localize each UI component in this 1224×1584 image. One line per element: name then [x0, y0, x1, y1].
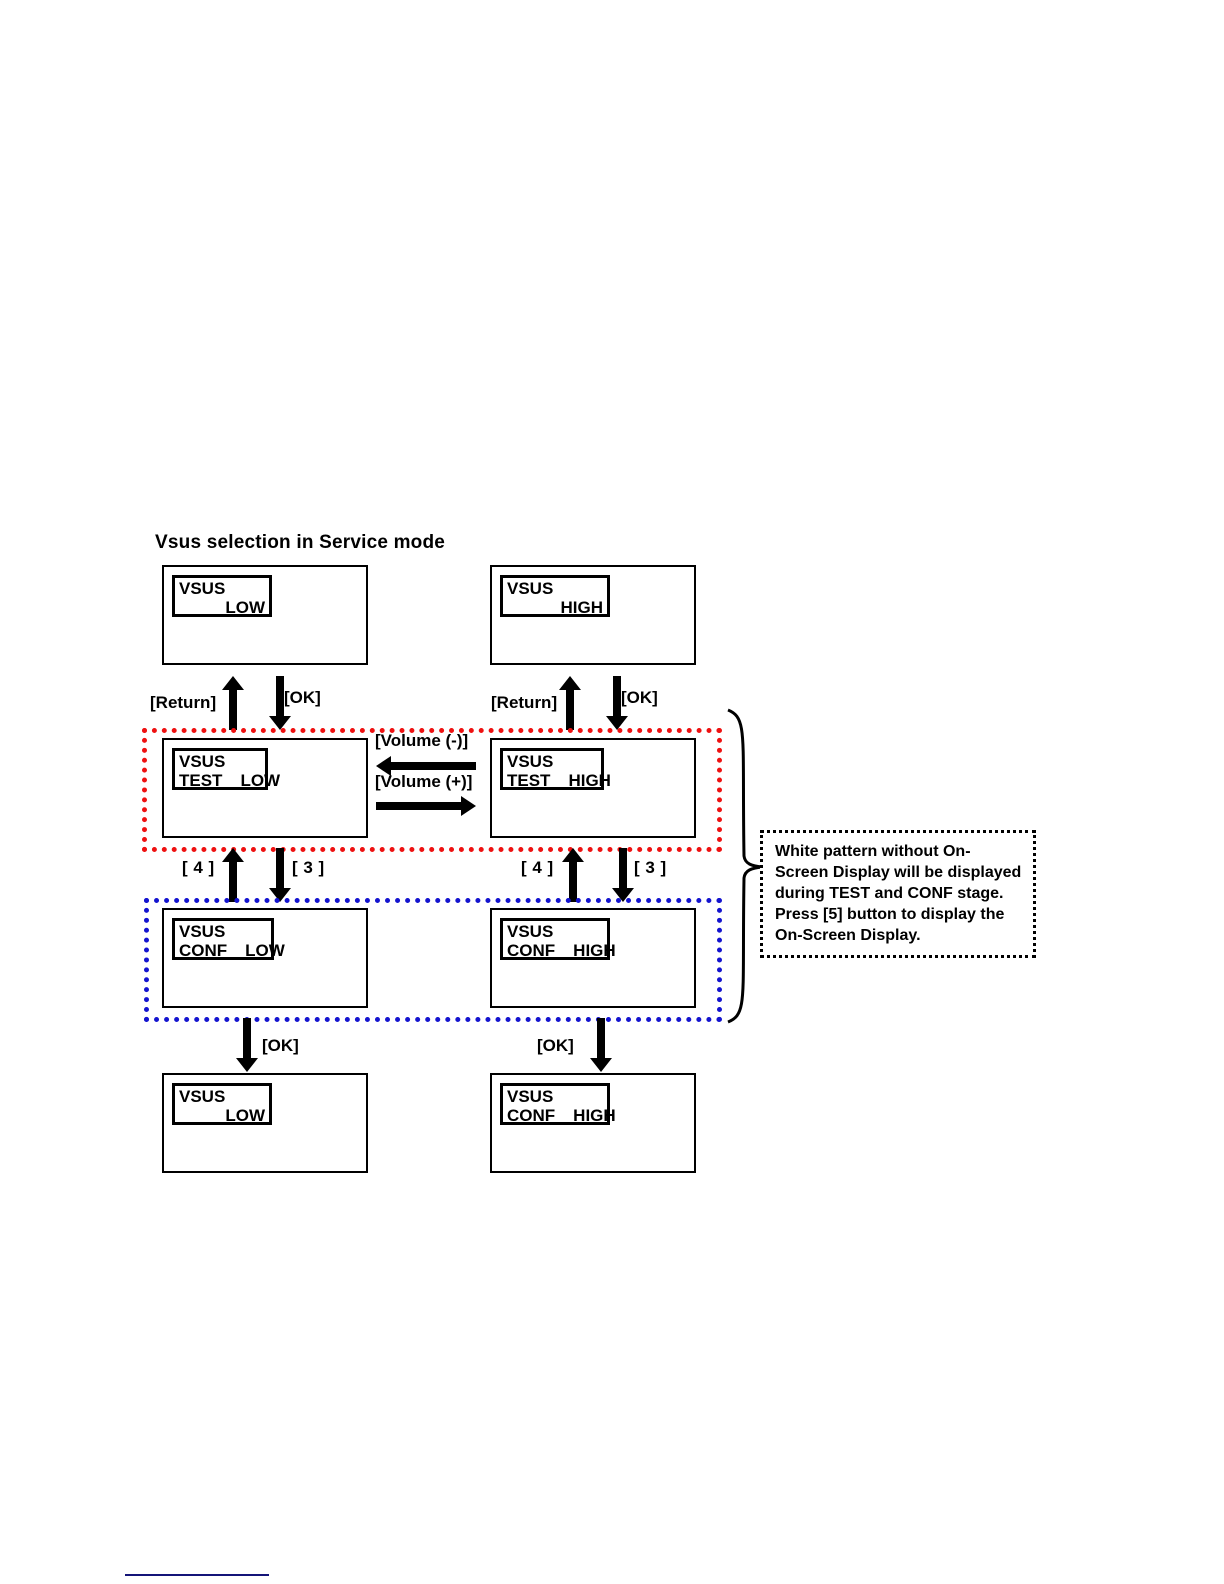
label-four-left: [ 4 ]	[182, 858, 215, 877]
osd-line1: VSUS	[507, 1087, 554, 1106]
osd-line1: VSUS	[507, 922, 554, 941]
osd-line1: VSUS	[179, 1087, 226, 1106]
screen-vsus-low: VSUS LOW	[162, 565, 368, 665]
arrow-ok-bottom-left	[236, 1018, 258, 1072]
screen-vsus-conf-low: VSUS CONF LOW	[162, 908, 368, 1008]
arrow-three-left	[269, 848, 291, 902]
label-ok-right: [OK]	[621, 688, 658, 707]
osd-stage: CONF	[507, 941, 556, 960]
footnote-separator	[125, 1574, 269, 1576]
osd-line1: VSUS	[179, 579, 226, 598]
osd-value: LOW	[225, 1106, 265, 1125]
osd-value: LOW	[225, 598, 265, 617]
osd-line1: VSUS	[179, 922, 226, 941]
osd-line1: VSUS	[179, 752, 226, 771]
callout-line-3: during TEST and CONF stage.	[775, 885, 1004, 902]
osd-box: VSUS LOW	[172, 575, 272, 617]
osd-stage: TEST	[179, 771, 223, 790]
screen-vsus-conf-high: VSUS CONF HIGH	[490, 908, 696, 1008]
osd-box: VSUS TEST LOW	[172, 748, 280, 790]
arrow-three-right	[612, 848, 634, 902]
label-return-right: [Return]	[491, 693, 558, 712]
osd-value: LOW	[240, 771, 281, 790]
arrow-four-right	[562, 848, 584, 902]
screen-vsus-test-low: VSUS TEST LOW	[162, 738, 368, 838]
osd-box: VSUS TEST HIGH	[500, 748, 611, 790]
label-four-right: [ 4 ]	[521, 858, 554, 877]
screen-vsus-high: VSUS HIGH	[490, 565, 696, 665]
osd-box: VSUS CONF HIGH	[500, 1083, 616, 1125]
callout-line-5: On-Screen Display.	[775, 927, 921, 944]
label-three-left: [ 3 ]	[292, 858, 325, 877]
osd-box: VSUS CONF HIGH	[500, 918, 616, 960]
arrow-return-left	[222, 676, 244, 730]
callout-line-4: Press [5] button to display the	[775, 906, 1005, 923]
arrow-ok-bottom-right	[590, 1018, 612, 1072]
group-conf-stage	[144, 898, 722, 1022]
arrow-return-right	[559, 676, 581, 730]
osd-value: HIGH	[573, 1106, 616, 1125]
arrow-volume-plus	[376, 796, 476, 816]
osd-stage: TEST	[507, 771, 551, 790]
label-ok-bottom-left: [OK]	[262, 1036, 299, 1055]
label-ok-left: [OK]	[284, 688, 321, 707]
osd-line1: VSUS	[507, 579, 554, 598]
screen-vsus-test-high: VSUS TEST HIGH	[490, 738, 696, 838]
label-three-right: [ 3 ]	[634, 858, 667, 877]
osd-value: LOW	[245, 941, 285, 960]
osd-box: VSUS HIGH	[500, 575, 610, 617]
callout-line-1: White pattern without On-	[775, 843, 971, 860]
osd-value: HIGH	[573, 941, 616, 960]
screen-vsus-conf-high-final: VSUS CONF HIGH	[490, 1073, 696, 1173]
osd-box: VSUS CONF LOW	[172, 918, 285, 960]
arrow-four-left	[222, 848, 244, 902]
osd-box: VSUS LOW	[172, 1083, 272, 1125]
label-ok-bottom-right: [OK]	[537, 1036, 574, 1055]
screen-vsus-low-final: VSUS LOW	[162, 1073, 368, 1173]
osd-stage: CONF	[507, 1106, 556, 1125]
osd-value: HIGH	[560, 598, 604, 617]
arrow-ok-right	[606, 676, 628, 730]
label-volume-plus: [Volume (+)]	[375, 772, 473, 791]
label-return-left: [Return]	[150, 693, 217, 712]
label-volume-minus: [Volume (-)]	[375, 731, 469, 750]
osd-value: HIGH	[568, 771, 611, 790]
osd-line1: VSUS	[507, 752, 554, 771]
group-test-stage	[142, 728, 722, 852]
arrow-ok-left	[269, 676, 291, 730]
callout-line-2: Screen Display will be displayed	[775, 864, 1022, 881]
page-title: Vsus selection in Service mode	[155, 532, 446, 553]
arrow-volume-minus	[376, 756, 476, 776]
osd-stage: CONF	[179, 941, 228, 960]
callout-note: White pattern without On- Screen Display…	[760, 830, 1036, 958]
